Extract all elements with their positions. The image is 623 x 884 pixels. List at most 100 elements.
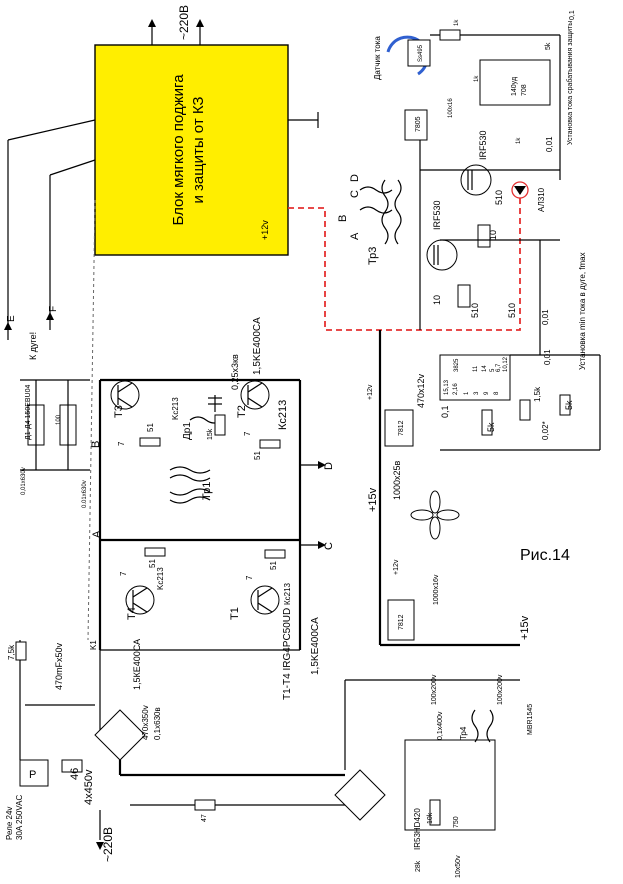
reg-7812a-label: 7812 xyxy=(398,420,405,436)
pin-216: 2,16 xyxy=(453,383,459,395)
res-510-b-label: 510 xyxy=(494,190,504,205)
res-7_5k-label: 7,5k xyxy=(7,644,16,660)
zener-t2-label: Кс213 xyxy=(277,400,289,430)
node-a-left: A xyxy=(91,530,103,538)
reg-7812b-label: 7812 xyxy=(398,614,405,630)
cap-01x400-label: 0,1x400v xyxy=(437,711,444,740)
transformer-tr1-label: Тр1 xyxy=(201,482,213,500)
ic-driver-label: IR53HD420 xyxy=(413,808,422,850)
ic-opamp2-label: 708 xyxy=(521,84,528,96)
res-7-t4: 7 xyxy=(119,571,128,576)
cap-1000x25-label: 1000x25в xyxy=(392,460,402,500)
mains-bottom-label: ~220B xyxy=(101,827,115,862)
ic-sensor-label: Ss495 xyxy=(418,44,424,62)
output-e-label: E xyxy=(6,315,17,322)
relay-label1: Реле 24v xyxy=(5,807,14,840)
output-arc-label: К дуге! xyxy=(28,332,38,360)
node-d-right: D xyxy=(349,174,361,182)
res-51-t4: 51 xyxy=(148,559,157,568)
cap-001-b-label: 0,01 xyxy=(541,309,550,325)
block-title-line2: и защиты от КЗ xyxy=(190,97,207,204)
cap-100x16-label: 100x16 xyxy=(448,98,454,118)
pin-9: 9 xyxy=(484,391,490,395)
node-a-right: A xyxy=(349,232,361,240)
mosfet-q2 xyxy=(426,239,458,271)
transformer-tr3-label: Тр3 xyxy=(367,247,379,265)
res-5k-b-label: 5k xyxy=(564,400,574,410)
figure-caption: Рис.14 xyxy=(520,547,570,564)
output-f-label: F xyxy=(48,306,59,312)
res-1k-a-label: 1k xyxy=(454,19,460,26)
pin-1: 1 xyxy=(464,391,470,395)
tvs-top-label: 1,5KE400CA xyxy=(252,317,263,375)
res-15k-label: 15k xyxy=(207,428,214,440)
res-51-t1: 51 xyxy=(269,561,278,570)
note-min-current: Установка min тока в дуге, fmax xyxy=(578,252,587,370)
res-10-a-label: 10 xyxy=(432,295,442,305)
res-1k-c-label: 1k xyxy=(516,137,522,144)
transistor-t1-label: T1 xyxy=(229,607,241,620)
transistor-t3 xyxy=(110,380,140,410)
res-51-t3: 51 xyxy=(146,423,155,432)
node-d-left: D xyxy=(323,462,335,470)
cap-025-label: 0,25x3кв xyxy=(230,354,240,390)
mains-top-label: ~220B xyxy=(177,5,191,40)
res-47-label: 47 xyxy=(201,814,208,822)
zener-t1-label: Кс213 xyxy=(283,582,292,605)
cap-001x630b-label: 0.01x630v xyxy=(82,480,88,508)
res-1k5-label: 1,5k xyxy=(533,386,542,402)
transistor-t1 xyxy=(250,585,280,615)
cap-1000x16-label: 1000x16v xyxy=(433,574,440,605)
res-510-a-label: 510 xyxy=(470,303,480,318)
reg-7805-label: 7805 xyxy=(415,116,422,132)
inductor-dr1-label: Др1 xyxy=(182,422,193,440)
soft-start-block xyxy=(94,44,289,256)
res-7-t1: 7 xyxy=(245,575,254,580)
cap-100x200a-label: 100x200v xyxy=(431,674,438,705)
cap-001x630-label: 0,01x630v xyxy=(21,467,27,495)
cap-001-c-label: 0,01 xyxy=(545,136,554,152)
node-c-left: C xyxy=(323,542,335,550)
res-10k-label: 10k xyxy=(427,812,434,824)
tvs-left-label: 1,5КЕ400СА xyxy=(132,639,142,690)
res-7-t3: 7 xyxy=(117,441,126,446)
cap-001-a-label: 0,01 xyxy=(543,349,552,365)
sensor-label: Датчик тока xyxy=(373,36,382,80)
mosfet-q1-label: IRF530 xyxy=(478,130,488,160)
note-trip-current: Установка тока срабатывания защиты xyxy=(566,21,574,145)
fan-icon xyxy=(410,490,460,540)
pin-67: 6,7 xyxy=(496,363,502,372)
cap-002-label: 0,02* xyxy=(541,421,550,440)
cap-46-label: 46 xyxy=(69,768,81,780)
pin-14: 14 xyxy=(482,365,488,372)
rail-15v-a-label: +15v xyxy=(367,487,379,512)
res-10-b-label: 10 xyxy=(488,230,498,240)
ic-pwm-label: 3825 xyxy=(454,358,460,372)
cap-470x12-label: 470x12v xyxy=(416,373,426,408)
res-100-label: 100 xyxy=(56,414,62,425)
cap-470mf-label: 470mFx50v xyxy=(54,642,64,690)
pin-3: 3 xyxy=(474,391,480,395)
relay-label2: 30A 250VAC xyxy=(15,795,24,840)
zener-t3-label: Kc213 xyxy=(171,397,180,420)
led-label: АЛ310 xyxy=(537,187,546,212)
mosfet-q1 xyxy=(460,164,492,196)
transistor-t4-label: T4 xyxy=(126,607,138,620)
cap-10x50-label: 10x50v xyxy=(455,855,462,878)
relay-symbol: P xyxy=(29,769,36,781)
res-750-label: 750 xyxy=(453,816,460,828)
cap-01x630-label: 0,1x630в xyxy=(153,707,162,740)
res-28k-label: 28k xyxy=(415,860,422,872)
transistor-t4 xyxy=(125,585,155,615)
relay-contact-label: K1 xyxy=(89,640,98,650)
pin-8: 8 xyxy=(494,391,500,395)
cap-470x350-label: 470x350v xyxy=(141,705,150,740)
rail-12v-b-label: +12v xyxy=(393,559,400,575)
transistor-t3-label: T3 xyxy=(113,405,125,418)
pin-11: 11 xyxy=(473,365,479,372)
cap-01-label: 0,1 xyxy=(440,405,450,418)
ic-opamp1-label: 140уд xyxy=(511,77,518,96)
cap-01-b-label: 0,1 xyxy=(569,10,576,20)
res-5k-a-label: 5k xyxy=(486,422,496,432)
block-title-line1: Блок мягкого поджига xyxy=(170,74,187,226)
